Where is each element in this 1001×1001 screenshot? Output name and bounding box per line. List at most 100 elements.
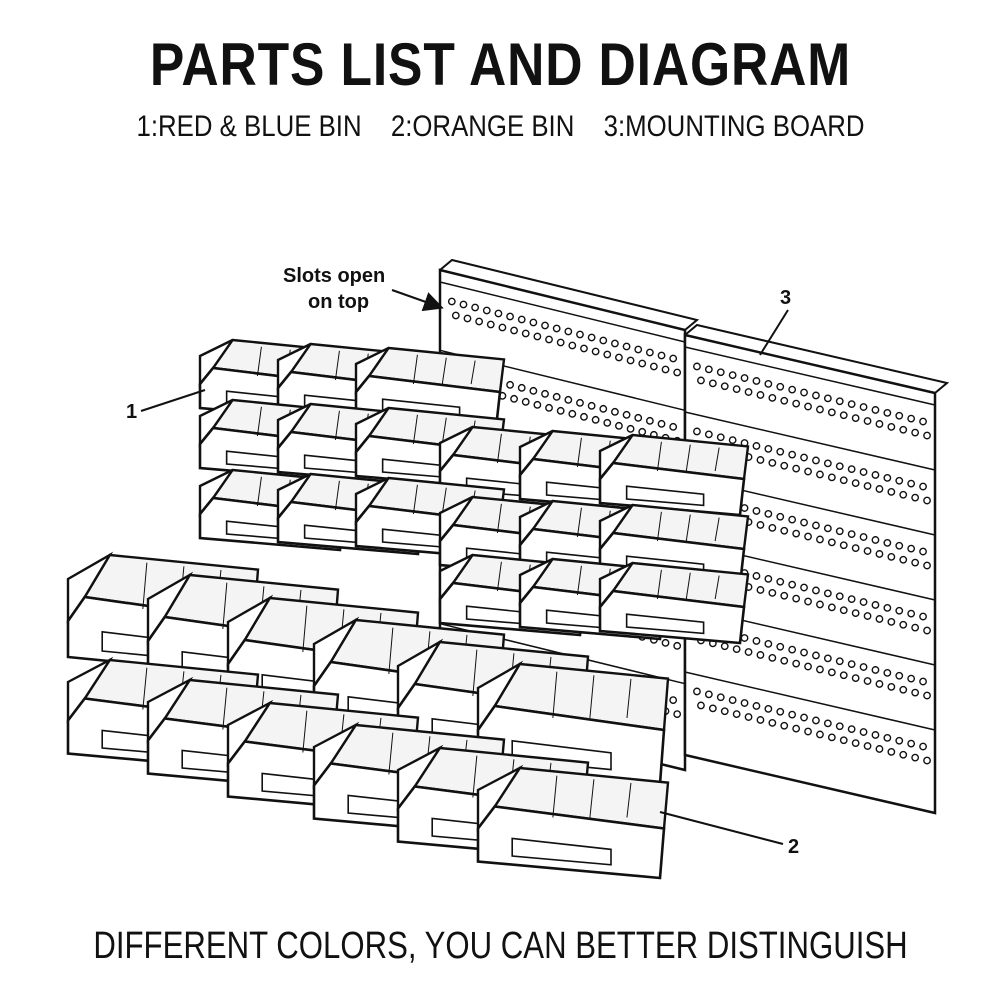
peg-hole — [863, 677, 872, 685]
peg-hole — [587, 401, 596, 410]
peg-hole — [752, 572, 761, 580]
bin-rib — [441, 487, 447, 515]
peg-hole — [823, 589, 832, 598]
board-panel-lip — [684, 323, 950, 394]
peg-hole — [895, 541, 904, 550]
peg-hole — [835, 397, 844, 406]
bin-rib — [714, 447, 720, 472]
peg-hole — [587, 333, 596, 342]
peg-hole — [657, 419, 666, 428]
peg-hole — [740, 699, 749, 707]
peg-hole — [521, 397, 530, 406]
bin-label-window — [625, 613, 705, 635]
peg-hole — [887, 422, 896, 431]
peg-hole — [708, 379, 717, 388]
peg-hole — [720, 707, 729, 716]
peg-hole — [788, 580, 797, 589]
small-bin — [598, 561, 750, 645]
peg-hole — [823, 719, 832, 728]
peg-hole — [883, 538, 892, 547]
peg-hole — [792, 594, 801, 603]
bin-label-window — [625, 485, 705, 507]
peg-hole — [716, 368, 725, 377]
peg-hole — [859, 468, 868, 476]
peg-hole — [827, 408, 836, 417]
peg-hole — [839, 606, 848, 615]
peg-hole — [704, 690, 713, 699]
peg-hole — [768, 718, 777, 727]
peg-hole — [895, 671, 904, 680]
peg-hole — [776, 447, 785, 456]
peg-hole — [875, 485, 884, 493]
bin-rib — [142, 667, 148, 710]
peg-hole — [657, 351, 666, 360]
peg-hole — [871, 536, 880, 544]
peg-hole — [720, 642, 729, 651]
peg-hole — [704, 365, 713, 374]
peg-hole — [871, 666, 880, 674]
peg-hole — [708, 704, 717, 713]
peg-hole — [919, 677, 927, 686]
peg-hole — [764, 704, 773, 713]
small-bin — [598, 433, 750, 517]
peg-hole — [756, 716, 765, 724]
peg-hole — [545, 335, 553, 344]
peg-hole — [615, 353, 623, 362]
bin-rib — [334, 410, 340, 441]
peg-hole — [907, 479, 916, 488]
peg-hole — [911, 493, 920, 502]
peg-hole — [780, 526, 789, 535]
peg-hole — [899, 750, 908, 759]
peg-hole — [847, 400, 856, 409]
bin-rib — [441, 417, 447, 445]
peg-hole — [693, 687, 701, 696]
peg-hole — [812, 651, 820, 660]
peg-hole — [752, 637, 761, 645]
peg-hole — [626, 424, 635, 433]
peg-hole — [827, 668, 836, 677]
peg-hole — [804, 662, 812, 671]
large-bins-group — [66, 551, 670, 880]
peg-hole — [816, 730, 824, 739]
slots-callout-arrow — [391, 289, 444, 312]
peg-hole — [863, 612, 872, 620]
bin-rib — [626, 678, 632, 719]
peg-hole — [776, 382, 785, 391]
peg-hole — [792, 724, 801, 733]
peg-hole — [800, 518, 808, 527]
peg-hole — [883, 603, 892, 612]
peg-hole — [752, 702, 761, 710]
board-rail — [684, 346, 936, 406]
peg-hole — [895, 476, 904, 485]
peg-hole — [907, 609, 916, 618]
bin-rib — [142, 562, 148, 610]
peg-hole — [823, 654, 832, 663]
peg-hole — [732, 645, 741, 654]
peg-hole — [792, 464, 801, 473]
peg-hole — [851, 544, 860, 553]
bin-rib — [470, 360, 476, 385]
part-1-label: 1:RED & BLUE BIN — [136, 110, 362, 143]
peg-hole — [541, 389, 549, 398]
peg-hole — [768, 523, 777, 532]
peg-hole — [899, 425, 908, 434]
peg-hole — [827, 733, 836, 742]
peg-hole — [907, 739, 916, 748]
peg-hole — [911, 753, 920, 762]
peg-hole — [634, 345, 643, 354]
peg-hole — [883, 408, 892, 417]
bin-rib — [685, 572, 691, 600]
bin-rib — [412, 414, 418, 445]
peg-hole — [839, 541, 848, 550]
bin-rib — [685, 444, 691, 472]
large-bin — [476, 764, 670, 880]
peg-hole — [835, 657, 844, 666]
peg-hole — [847, 530, 856, 539]
peg-hole — [728, 436, 737, 445]
peg-hole — [883, 473, 892, 482]
peg-hole — [622, 342, 631, 351]
bin-rib — [656, 511, 662, 542]
peg-hole — [673, 710, 682, 719]
peg-hole — [835, 462, 844, 471]
peg-hole — [823, 459, 832, 468]
